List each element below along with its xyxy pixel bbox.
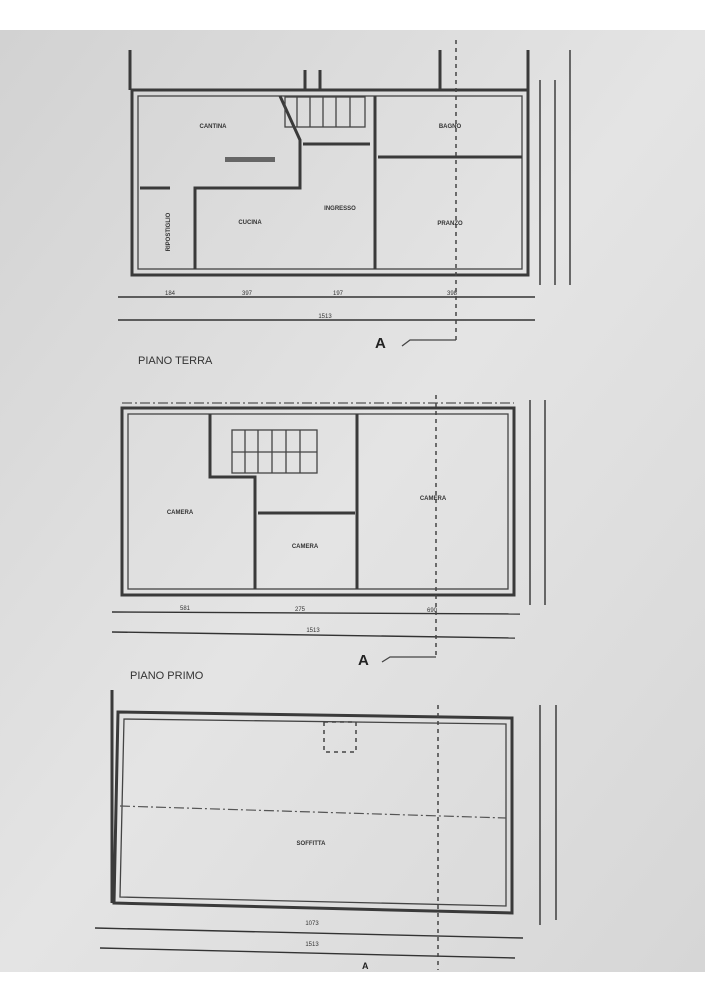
room-label: CAMERA [167,510,194,516]
room-label: PRANZO [437,221,463,227]
dimension-label: 397 [242,291,253,297]
dimension-label: 275 [295,607,306,613]
dimension-label: 1073 [305,921,319,927]
room-label: CAMERA [292,544,319,550]
dimension-label: 1513 [306,628,320,634]
dimension-label: 398 [447,291,458,297]
page-margin [0,972,705,1000]
dimension-label: 184 [165,291,176,297]
room-label: CUCINA [238,220,262,226]
plan-piano-primo: CAMERA CAMERA CAMERA 581 275 690 1513 A … [111,395,546,682]
room-label: CAMERA [420,496,447,502]
dimension-label: 581 [180,606,191,612]
plan-piano-terra: CANTINA CUCINA INGRESSO BAGNO PRANZO RIP… [118,40,571,367]
room-label: INGRESSO [324,206,356,212]
paper-sheet [0,30,705,972]
room-label: RIPOSTIGLIO [166,212,172,251]
dimension-label: 690 [427,608,438,614]
section-mark: A [375,335,386,352]
section-mark: A [358,652,369,669]
dimension-label: 1513 [318,314,332,320]
room-label: SOFFITTA [297,841,327,847]
plan-soffitta: SOFFITTA 1073 1513 A [94,690,557,971]
dimension-label: 1513 [305,942,319,948]
floor-title: PIANO TERRA [138,355,213,367]
floor-title: PIANO PRIMO [130,670,204,682]
dimension-label: 197 [333,291,344,297]
room-label: CANTINA [200,124,228,130]
room-label: BAGNO [439,124,462,130]
section-mark: A [362,961,369,971]
